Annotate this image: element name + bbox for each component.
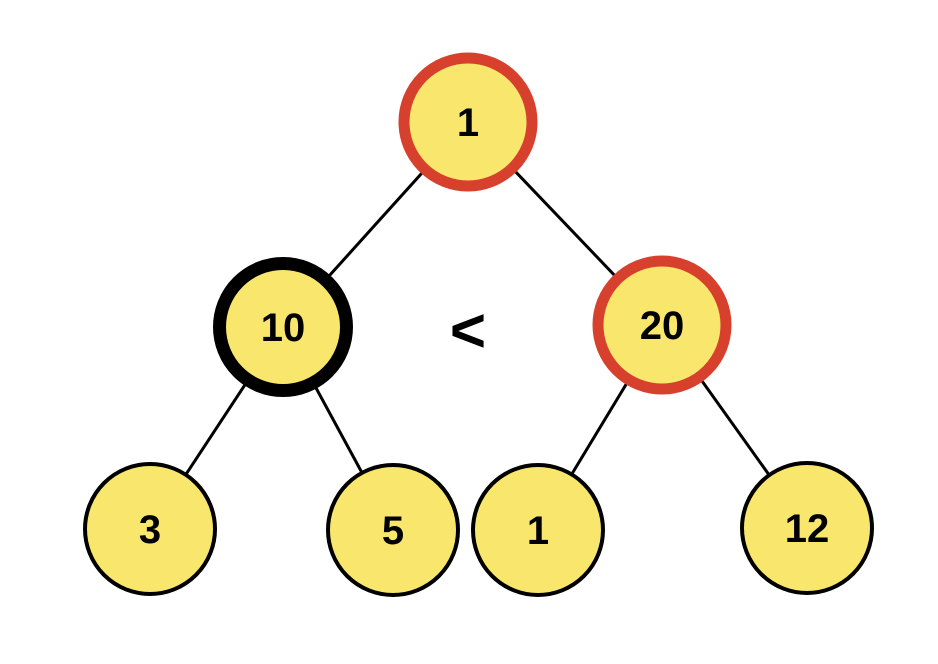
node-label-root: 1 [457,101,479,145]
node-label-left-right: 5 [382,509,404,553]
node-label-right-left: 1 [527,509,549,553]
node-label-left: 10 [261,306,306,350]
node-label-right-right: 12 [785,507,830,551]
tree-node-right: 20 [592,255,732,395]
node-circle-left-left [83,462,217,596]
node-circle-root [398,52,538,192]
node-label-left-left: 3 [139,508,161,552]
less-than-symbol: < [450,297,486,366]
tree-node-right-right: 12 [740,461,874,595]
node-circle-right [592,255,732,395]
tree-node-left: 10 [213,257,353,397]
tree-node-left-right: 5 [326,463,460,597]
node-circle-left-right [326,463,460,597]
node-label-right: 20 [640,304,685,348]
node-circle-right-left [471,463,605,597]
tree-node-left-left: 3 [83,462,217,596]
node-circle-right-right [740,461,874,595]
tree-node-root: 1 [398,52,538,192]
tree-node-right-left: 1 [471,463,605,597]
node-circle-left [213,257,353,397]
tree-nodes-layer: 1 10 20 3 5 1 12 [83,52,874,597]
